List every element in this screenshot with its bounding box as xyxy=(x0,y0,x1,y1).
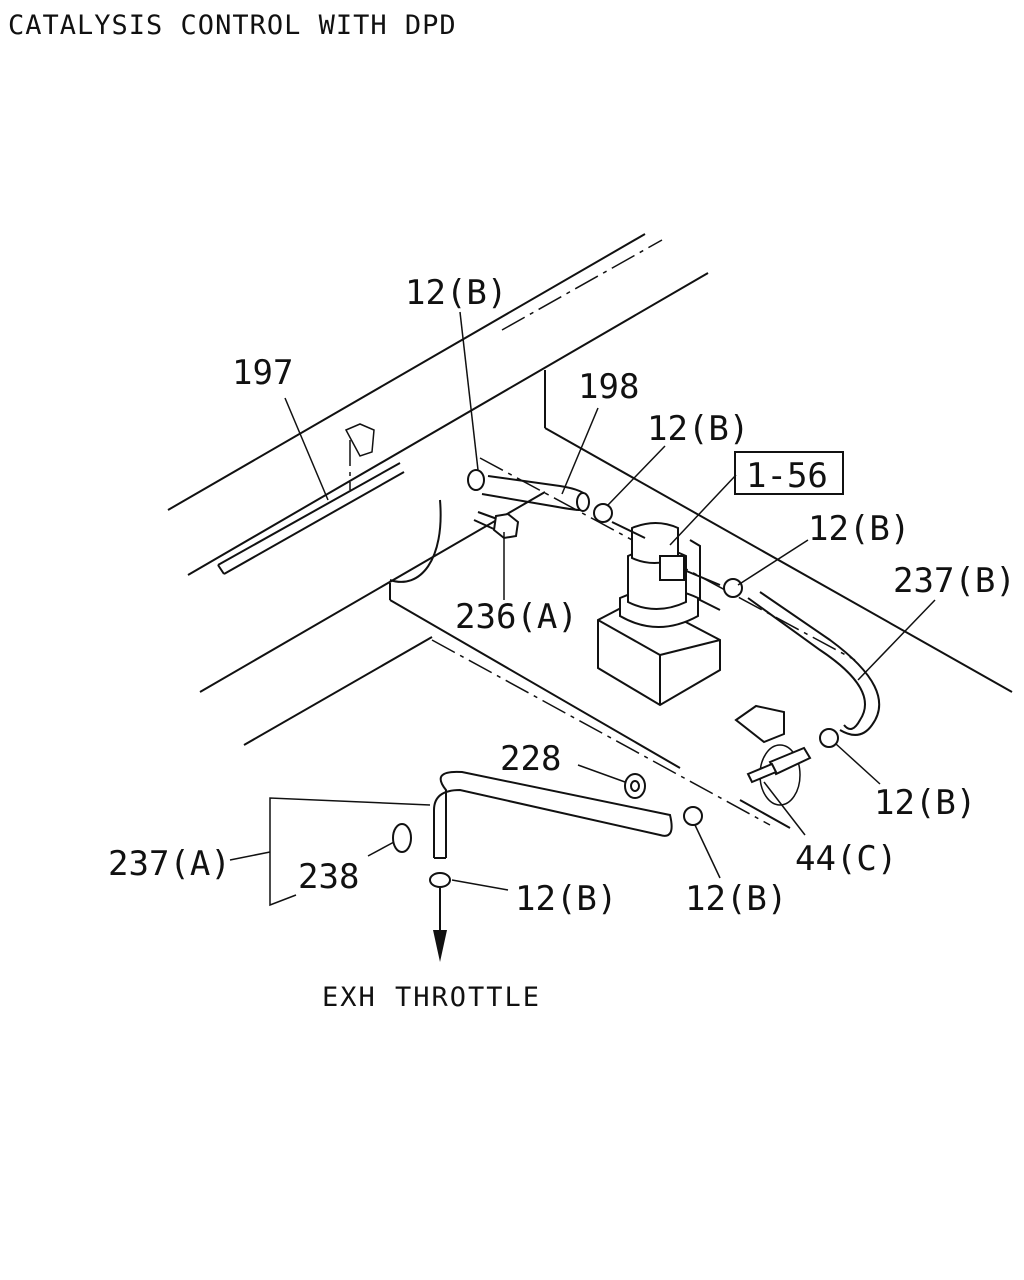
label-236a: 236(A) xyxy=(455,597,578,637)
label-237a: 237(A) xyxy=(108,844,231,884)
label-1-56: 1-56 xyxy=(746,456,828,496)
label-44c: 44(C) xyxy=(795,839,897,879)
label-238: 238 xyxy=(298,857,359,897)
label-12b-top: 12(B) xyxy=(405,273,507,313)
hose-237b xyxy=(747,591,881,736)
bolt-236a xyxy=(473,511,520,540)
label-12b-lowright: 12(B) xyxy=(874,783,976,823)
label-198: 198 xyxy=(578,367,639,407)
diagram-title: CATALYSIS CONTROL WITH DPD xyxy=(8,10,457,41)
exh-throttle-arrow xyxy=(433,888,447,962)
label-237b: 237(B) xyxy=(893,561,1016,601)
leader-lines xyxy=(229,311,936,907)
label-12b-right: 12(B) xyxy=(808,509,910,549)
hose-198 xyxy=(467,469,590,512)
label-12b-bottom: 12(B) xyxy=(515,879,617,919)
label-12b-mid: 12(B) xyxy=(647,409,749,449)
fitting-44c xyxy=(734,704,812,806)
label-197: 197 xyxy=(232,353,293,393)
solenoid-valve-1-56 xyxy=(597,521,721,707)
pipe-197 xyxy=(217,423,405,575)
label-228: 228 xyxy=(500,739,561,779)
nut-228 xyxy=(624,773,646,799)
label-12b-bottom2: 12(B) xyxy=(685,879,787,919)
hose-237a xyxy=(392,770,673,859)
part-ref-box xyxy=(734,451,844,495)
clamps-12b xyxy=(429,503,839,888)
exh-throttle-note: EXH THROTTLE xyxy=(322,982,541,1013)
